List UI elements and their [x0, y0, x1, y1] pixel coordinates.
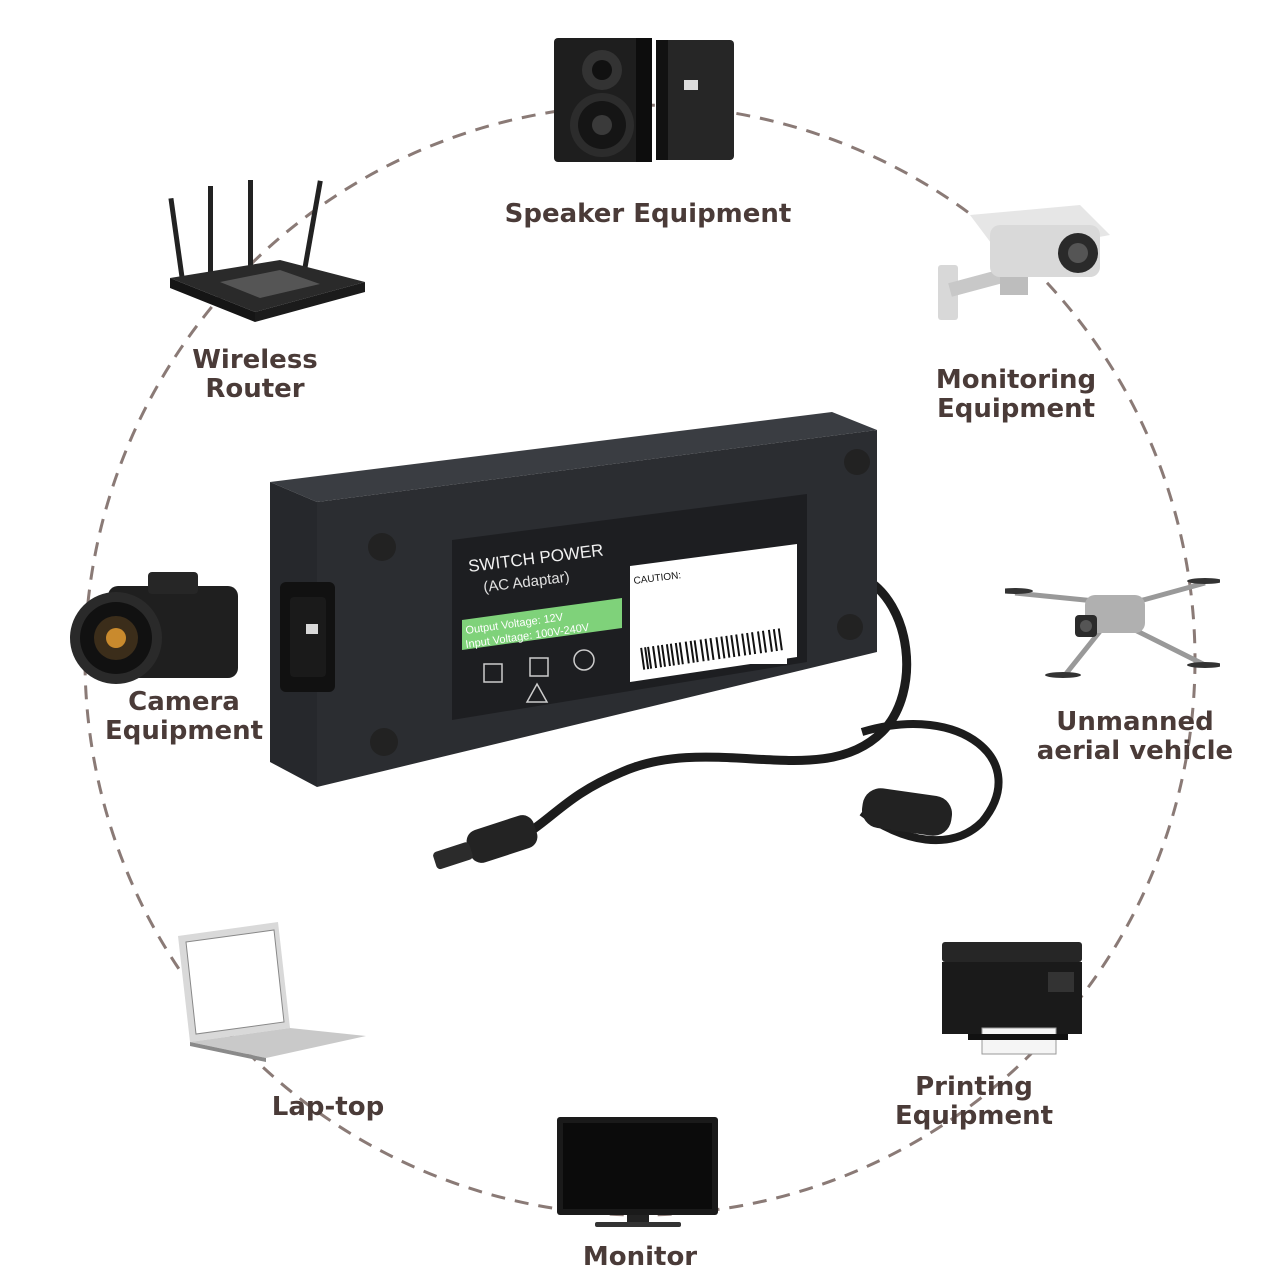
speaker-icon [554, 38, 734, 162]
monitoring-label: Monitoring Equipment [935, 365, 1097, 424]
router-icon [168, 180, 365, 322]
printer-device [938, 938, 1088, 1058]
monitor-label: Monitor [582, 1242, 698, 1272]
laptop-label: Lap-top [271, 1092, 385, 1122]
security-camera-icon [938, 205, 1110, 320]
uav-device [1005, 565, 1220, 685]
speaker-device [548, 30, 738, 170]
speaker-label: Speaker Equipment [504, 199, 792, 229]
printer-icon [942, 942, 1082, 1055]
monitoring-device [930, 195, 1120, 335]
barcode [637, 628, 787, 670]
router-device [160, 170, 370, 325]
monitor-icon [557, 1117, 718, 1227]
camera-label: Camera Equipment [104, 687, 264, 746]
router-label: Wireless Router [192, 345, 318, 404]
laptop-device [170, 918, 370, 1068]
drone-icon [1005, 578, 1220, 678]
monitor-device [555, 1115, 720, 1230]
camera-device [68, 568, 243, 688]
uav-label: Unmanned aerial vehicle [1036, 707, 1234, 766]
power-adapter: SWITCH POWER (AC Adaptar) Output Voltage… [262, 402, 1042, 902]
laptop-icon [178, 922, 366, 1062]
camera-icon [70, 572, 238, 684]
power-adapter-icon: SWITCH POWER (AC Adaptar) Output Voltage… [270, 412, 1003, 870]
printer-label: Printing Equipment [894, 1072, 1054, 1131]
